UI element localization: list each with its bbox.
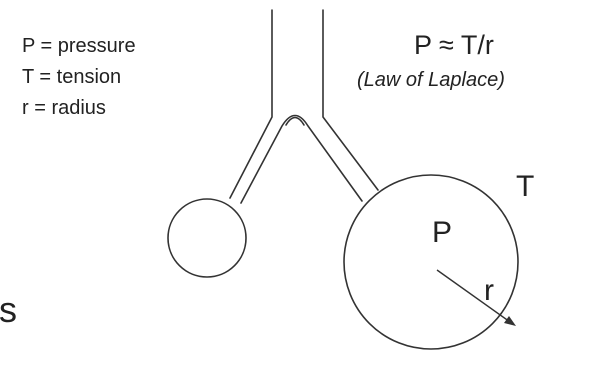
airway-tube — [229, 9, 379, 204]
fork-inner-curve — [285, 116, 305, 126]
legend-tension: T = tension — [22, 66, 121, 88]
label-radius: r — [484, 274, 494, 307]
cutoff-text: s — [0, 289, 17, 330]
stem-right-wall — [322, 9, 379, 191]
large-alveolus — [343, 174, 519, 350]
legend-radius: r = radius — [22, 97, 106, 119]
law-formula: P ≈ T/r — [414, 30, 494, 60]
stem-left-wall — [229, 9, 273, 199]
label-pressure: P — [432, 216, 452, 249]
radius-arrow — [436, 269, 516, 326]
small-alveolus — [167, 198, 247, 278]
inner-left-wall — [240, 114, 363, 204]
label-tension: T — [516, 170, 534, 203]
legend-pressure: P = pressure — [22, 35, 136, 57]
law-name: (Law of Laplace) — [357, 69, 505, 91]
